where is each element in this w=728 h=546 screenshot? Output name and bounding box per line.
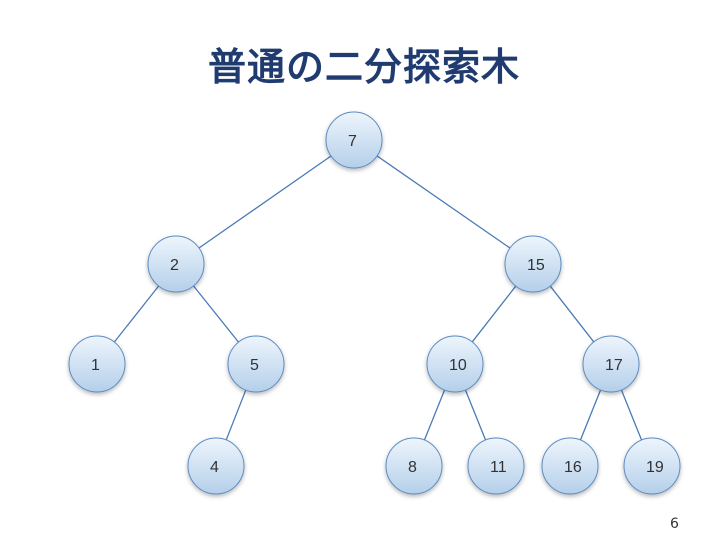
edge-n7-n2 (198, 155, 332, 249)
node-label: 11 (490, 459, 507, 476)
page-number: 6 (670, 516, 679, 532)
node-label: 17 (605, 357, 623, 374)
tree-node-16: 16 (541, 437, 599, 495)
node-circle (385, 437, 443, 495)
edge-n2-n5 (192, 285, 240, 343)
node-circle (68, 335, 126, 393)
tree-node-7: 7 (325, 111, 383, 169)
edge-n17-n19 (620, 389, 643, 441)
tree-node-10: 10 (426, 335, 484, 393)
node-circle (325, 111, 383, 169)
node-label: 15 (527, 257, 545, 274)
tree-node-4: 4 (187, 437, 245, 495)
tree-edges (113, 155, 643, 441)
edge-n15-n10 (471, 285, 517, 343)
tree-node-19: 19 (623, 437, 681, 495)
edge-n7-n15 (376, 155, 511, 249)
tree-node-1: 1 (68, 335, 126, 393)
node-circle (187, 437, 245, 495)
node-label: 5 (250, 357, 259, 374)
node-circle (623, 437, 681, 495)
tree-node-17: 17 (582, 335, 640, 393)
node-label: 1 (91, 357, 100, 374)
node-label: 19 (646, 459, 664, 476)
node-label: 8 (408, 459, 417, 476)
slide-title: 普通の二分探索木 (207, 45, 520, 89)
node-circle (582, 335, 640, 393)
edge-n15-n17 (549, 285, 595, 343)
tree-node-2: 2 (147, 235, 205, 293)
node-circle (426, 335, 484, 393)
tree-node-11: 11 (467, 437, 525, 495)
node-label: 16 (564, 459, 582, 476)
node-circle (147, 235, 205, 293)
node-circle (227, 335, 285, 393)
node-circle (541, 437, 599, 495)
node-circle (504, 235, 562, 293)
edge-n17-n16 (579, 389, 602, 441)
tree-node-5: 5 (227, 335, 285, 393)
node-label: 2 (170, 257, 179, 274)
edge-n2-n1 (113, 285, 160, 343)
edge-n10-n8 (423, 389, 446, 441)
tree-node-15: 15 (504, 235, 562, 293)
node-label: 7 (348, 133, 357, 150)
edge-n10-n11 (464, 389, 487, 441)
node-circle (467, 437, 525, 495)
node-label: 10 (449, 357, 467, 374)
node-label: 4 (210, 459, 219, 476)
tree-node-8: 8 (385, 437, 443, 495)
edge-n5-n4 (225, 389, 247, 441)
